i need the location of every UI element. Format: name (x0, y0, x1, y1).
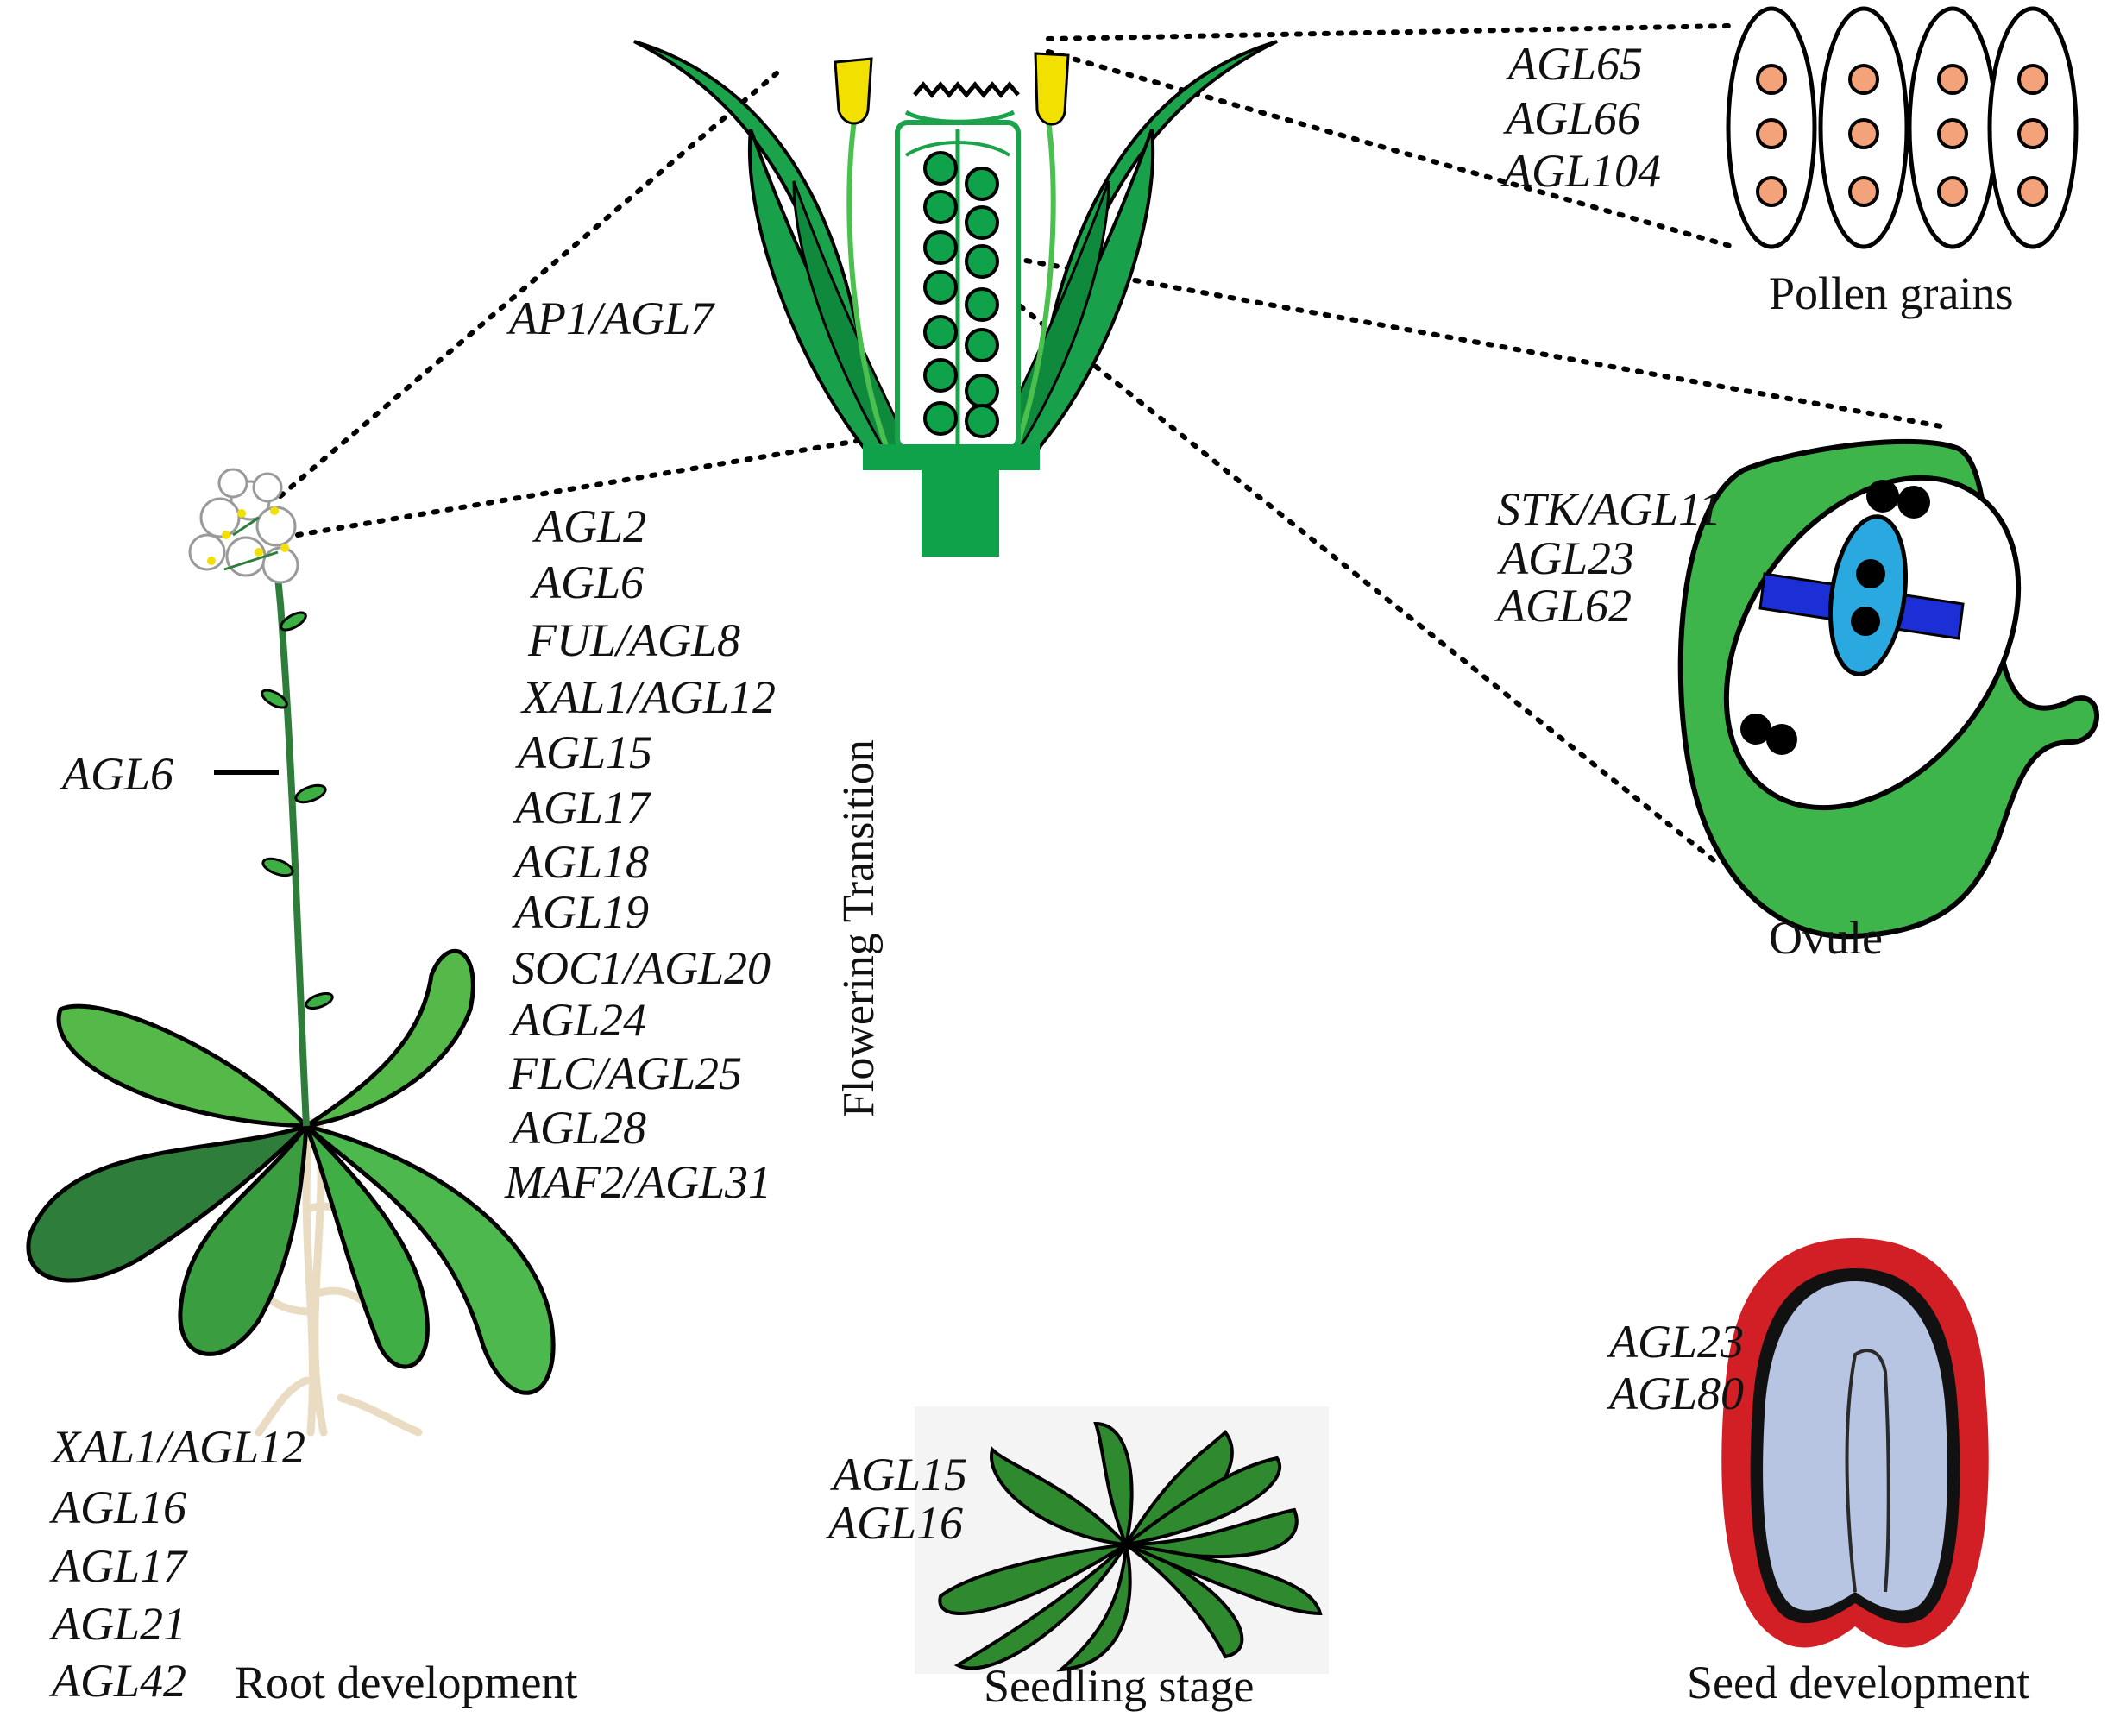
plant-leaf (304, 1124, 430, 1369)
carpel-ovule (923, 230, 958, 265)
seedling-gene-label: AGL16 (826, 1497, 963, 1549)
seedling-caption: Seedling stage (984, 1660, 1254, 1712)
seed-caption: Seed development (1687, 1657, 2029, 1708)
stem-gene-label: AGL6 (60, 748, 173, 800)
ovule-gene-label: AGL62 (1494, 580, 1632, 632)
ovule-illustration (1677, 438, 2099, 940)
flowering-gene-label: AGL19 (512, 886, 649, 938)
flowering-gene-label: AGL18 (512, 836, 649, 888)
carpel-ovule (965, 328, 999, 362)
flower-gene-label: AP1/AGL7 (506, 292, 715, 344)
flowering-gene-label: AGL28 (509, 1102, 646, 1154)
plant-leaf (26, 1123, 308, 1283)
seedling-leaves (938, 1421, 1323, 1672)
carpel-ovule (965, 205, 999, 240)
plant-leaf (56, 1003, 312, 1129)
cauline-leaves (261, 611, 334, 1010)
ovule-gene-label: AGL23 (1497, 532, 1634, 584)
seed-gene-label: AGL23 (1607, 1316, 1744, 1368)
root-gene-label: XAL1/AGL12 (50, 1421, 305, 1473)
flowering-gene-label: FUL/AGL8 (527, 614, 740, 666)
flowering-gene-label: AGL2 (532, 500, 646, 552)
ovule-caption: Ovule (1769, 912, 1883, 964)
carpel-ovule (965, 167, 999, 201)
root-gene-label: AGL16 (49, 1481, 186, 1533)
connector-anther-to-pollen-top (1046, 23, 1733, 41)
seed-gene-label: AGL80 (1607, 1368, 1744, 1419)
flowering-gene-label: XAL1/AGL12 (520, 671, 776, 723)
plant-leaf (178, 1118, 310, 1356)
polar-nucleus (1856, 559, 1885, 588)
stigma (913, 81, 1020, 98)
pedicel (922, 466, 999, 557)
root-caption: Root development (235, 1657, 577, 1708)
carpel-ovule (923, 315, 958, 349)
flower-petal-right-inner (985, 180, 1110, 459)
flowering-gene-label: AGL24 (509, 994, 646, 1046)
stamen-filament-left (846, 120, 891, 455)
carpel-ovule (965, 244, 999, 279)
rosette-plant (26, 468, 556, 1437)
pollen-grains (1726, 6, 2079, 249)
root-gene-label: AGL42 (49, 1655, 186, 1707)
carpel-ovule (923, 270, 958, 305)
flowering-gene-label: AGL15 (515, 726, 652, 778)
plant-stem (273, 549, 310, 1127)
antipodal-cell (1866, 480, 1899, 513)
inflorescence (188, 468, 299, 584)
carpel-ovule (965, 287, 999, 322)
pollen-grain (1987, 6, 2079, 249)
plant-leaves (26, 948, 556, 1395)
flowering-gene-label: FLC/AGL25 (508, 1047, 742, 1099)
carpel-ovule (923, 190, 958, 224)
embryo-sac (1827, 514, 1909, 676)
seed-embryo (1763, 1281, 1947, 1611)
plant-leaf (305, 948, 475, 1129)
carpel-ovules (923, 151, 999, 438)
polar-nucleus (1851, 607, 1880, 636)
root-genes: XAL1/AGL12 AGL16 AGL17 AGL21 AGL42 (49, 1421, 305, 1707)
flowering-gene-label: SOC1/AGL20 (512, 942, 771, 994)
connector-inflorescence-to-flower-top (278, 71, 779, 499)
ovule-gene-label: STK/AGL11 (1497, 483, 1721, 535)
seed-illustration (1721, 1238, 1989, 1648)
carpel-ovule (923, 401, 958, 436)
carpel-ovule (965, 374, 999, 408)
flower-illustration (633, 40, 1278, 557)
antipodal-cell (1897, 486, 1930, 519)
seedling-gene-label: AGL15 (830, 1449, 967, 1500)
root-gene-label: AGL17 (49, 1540, 188, 1592)
flowering-transition-genes: AGL2 AGL6 FUL/AGL8 XAL1/AGL12 AGL15 AGL1… (504, 500, 776, 1208)
synergid-cell (1766, 724, 1797, 755)
flowering-gene-label: AGL17 (513, 782, 651, 833)
carpel-inner-arc (904, 141, 1011, 157)
pollen-grain (1726, 6, 1817, 249)
pollen-gene-label: AGL104 (1500, 145, 1661, 197)
pollen-grain (1818, 6, 1909, 249)
pollen-gene-label: AGL66 (1503, 92, 1640, 144)
flowering-transition-caption: Flowering Transition (834, 739, 884, 1117)
anther-right (1034, 52, 1070, 126)
flowering-gene-label: MAF2/AGL31 (504, 1156, 771, 1208)
pollen-caption: Pollen grains (1769, 267, 2013, 319)
seed-cotyledon-line (1845, 1349, 1890, 1593)
flower-petal-left-inner (792, 180, 917, 459)
anther-left (834, 57, 873, 125)
stamen-filament-right (1011, 120, 1056, 455)
pollen-gene-label: AGL65 (1506, 38, 1643, 90)
seedling-illustration (915, 1406, 1329, 1674)
pollen-grain (1907, 6, 1998, 249)
flowering-gene-label: AGL6 (530, 557, 644, 608)
synergid-cell (1740, 714, 1771, 745)
plant-leaf (305, 1123, 556, 1395)
carpel-ovule (923, 151, 958, 186)
root-gene-label: AGL21 (49, 1598, 186, 1650)
carpel-ovule (923, 358, 958, 393)
connector-inflorescence-to-flower-base (295, 437, 865, 538)
carpel-ovule (965, 404, 999, 438)
